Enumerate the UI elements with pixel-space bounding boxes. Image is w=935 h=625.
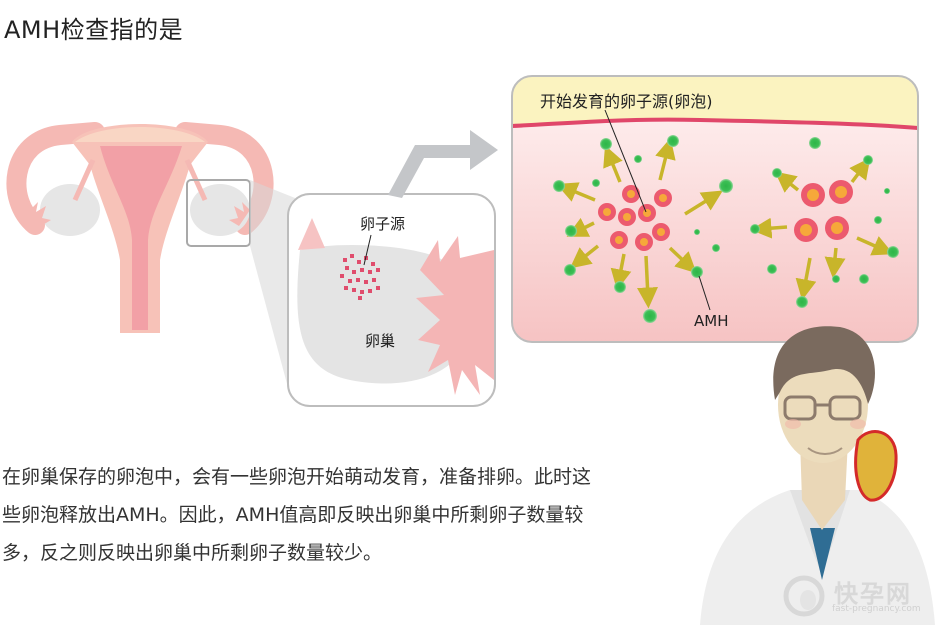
- doctor-illustration: [700, 326, 935, 625]
- arrow-icon: [388, 130, 498, 198]
- watermark-name: 快孕网: [834, 580, 912, 608]
- follicles: [598, 180, 853, 251]
- ovary-closeup-panel: [287, 193, 496, 407]
- label-amh: AMH: [694, 312, 729, 330]
- page-title: AMH检查指的是: [4, 16, 184, 44]
- explanation-paragraph: 在卵巢保存的卵泡中，会有一些卵泡开始萌动发育，准备排卵。此时这 些卵泡释放出AM…: [2, 458, 702, 572]
- label-developing-follicles: 开始发育的卵子源(卵泡): [540, 92, 713, 111]
- watermark: 快孕网 fast-pregnancy.com: [782, 572, 932, 622]
- uterus-illustration: [6, 122, 274, 333]
- callout-connector: [250, 180, 295, 395]
- watermark-url: fast-pregnancy.com: [832, 604, 921, 614]
- paragraph-line: 多，反之则反映出卵巢中所剩卵子数量较少。: [2, 542, 383, 564]
- paragraph-line: 在卵巢保存的卵泡中，会有一些卵泡开始萌动发育，准备排卵。此时这: [2, 466, 592, 488]
- amh-particles: [553, 135, 899, 323]
- paragraph-line: 些卵泡释放出AMH。因此，AMH值高即反映出卵巢中所剩卵子数量较: [2, 504, 584, 526]
- label-ovary: 卵巢: [365, 332, 396, 350]
- label-egg-source: 卵子源: [360, 215, 406, 233]
- follicle-detail-panel: [511, 75, 919, 343]
- watermark-logo-icon: [783, 575, 825, 617]
